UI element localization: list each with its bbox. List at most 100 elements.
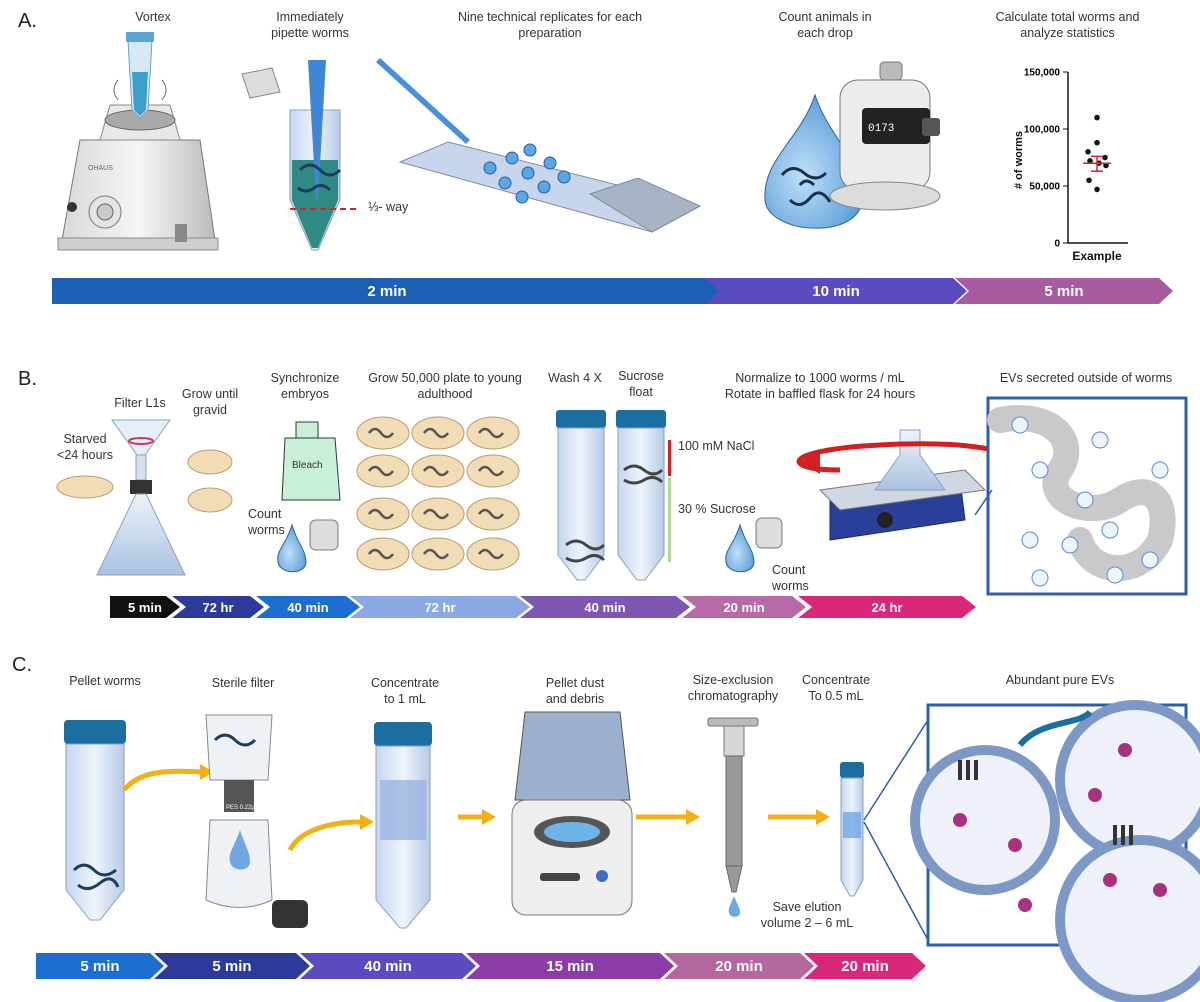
worm-icon (478, 427, 504, 439)
centrifuge-icon (511, 711, 633, 916)
timeline-segment: 15 min (466, 953, 674, 979)
timeline-segment: 5 min (154, 953, 310, 979)
chart-ytick-label: 150,000 (1024, 68, 1061, 79)
chart-point (1086, 177, 1092, 184)
concentrator-tube-icon (374, 722, 432, 929)
plate-icon (466, 497, 520, 531)
timeline-segment: 72 hr (172, 596, 264, 618)
counter-digits: 0173 (868, 123, 894, 135)
timeline-segment: 5 min (110, 596, 180, 618)
plate-icon (411, 416, 465, 450)
arrow-c3-head (482, 809, 496, 825)
count-drop-icon-b2 (725, 517, 783, 573)
sucrose30-label: 30 % Sucrose (678, 502, 756, 516)
vortex-machine-icon: OHAUS (57, 32, 219, 251)
timeline-segment: 5 min (955, 278, 1173, 304)
step-sterile-filter-label: Sterile filter (211, 676, 275, 690)
worm-icon (368, 508, 394, 520)
shaker-flask-icon (796, 429, 1020, 541)
arrow-c2 (287, 819, 361, 852)
step-pipette-label: Immediately pipette worms (271, 10, 349, 40)
timeline-segment: 2 min (52, 278, 722, 304)
bleach-jug-icon (281, 421, 341, 501)
count-drop-icon-b1 (277, 519, 339, 573)
worm-icon (478, 548, 504, 560)
arrow-c1 (122, 768, 201, 792)
glass-slide-icon (376, 58, 702, 233)
step-pellet-worms-label: Pellet worms (69, 674, 141, 688)
step-evs-secreted-label: EVs secreted outside of worms (999, 371, 1173, 385)
sucrose-tube-icon (616, 410, 671, 581)
step-replicates-label: Nine technical replicates for each prepa… (457, 10, 643, 40)
arrow-c1-head (200, 764, 214, 780)
timeline-segment: 20 min (682, 596, 806, 618)
timeline-segment: 72 hr (350, 596, 530, 618)
worm-icon (368, 548, 394, 560)
step-pellet-dust-label: Pellet dust and debris (545, 676, 605, 706)
arrow-c5-head (816, 809, 830, 825)
drop-counter-icon (764, 61, 941, 229)
worm-icon (423, 548, 449, 560)
worm-icon (478, 508, 504, 520)
timeline-segment: 10 min (705, 278, 967, 304)
svg-text:OHAUS: OHAUS (88, 165, 113, 172)
worm-icon (423, 427, 449, 439)
arrow-c4-head (686, 809, 700, 825)
nacl-label: 100 mM NaCl (678, 439, 755, 453)
step-sucrose-label: Sucrose float (618, 369, 664, 399)
bleach-text: Bleach (292, 460, 323, 471)
worm-icon (368, 465, 394, 477)
young-adult-plates-grid (356, 416, 520, 571)
sterile-filter-icon (205, 714, 308, 928)
step-normalize-label: Normalize to 1000 worms / mL Rotate in b… (724, 371, 916, 401)
small-tube-icon (840, 719, 929, 941)
plate-icon (411, 537, 465, 571)
worm-icon (423, 508, 449, 520)
timeline-segment: 40 min (520, 596, 690, 618)
wash-tube-icon (556, 410, 606, 581)
chart-point (1094, 139, 1100, 146)
plate-icon (411, 454, 465, 488)
plate-icon (466, 537, 520, 571)
plate-icon (411, 497, 465, 531)
starved-plate-icon (56, 475, 114, 499)
chart-point (1085, 149, 1091, 155)
chart-point (1094, 186, 1100, 193)
step-filter-label: Filter L1s (114, 396, 166, 410)
count-worms-label-2: Count worms (772, 563, 809, 593)
step-starved-label: Starved <24 hours (57, 432, 113, 462)
plate-icon (356, 454, 410, 488)
count-worms-label-1: Count worms (248, 507, 285, 537)
step-concentrate1-label: Concentrate to 1 mL (370, 676, 440, 706)
step-grow-plate-label: Grow 50,000 plate to young adulthood (368, 371, 522, 401)
chart-point (1094, 114, 1100, 121)
step-vortex-label: Vortex (135, 10, 171, 24)
timeline-segment: 24 hr (798, 596, 976, 618)
step-statistics-label: Calculate total worms and analyze statis… (995, 10, 1140, 40)
plate-icon (466, 416, 520, 450)
panel-a-letter: A. (18, 10, 37, 32)
worm-icon (423, 465, 449, 477)
step-abundant-evs-label: Abundant pure EVs (1005, 673, 1115, 687)
chart-point (1103, 162, 1109, 169)
save-elution-label: Save elution volume 2 – 6 mL (760, 900, 854, 930)
pure-evs-box (910, 700, 1200, 1002)
timeline-segment: 40 min (256, 596, 360, 618)
step-grow-gravid-label: Grow until gravid (181, 387, 239, 417)
step-synchronize-label: Synchronize embryos (270, 371, 340, 401)
timeline-segment: 5 min (36, 953, 164, 979)
timeline-segment: 20 min (664, 953, 814, 979)
chart-ytick-label: 0 (1054, 239, 1060, 250)
panel-b-letter: B. (18, 368, 37, 390)
step-concentrate05-label: Concentrate To 0.5 mL (801, 673, 871, 703)
worm-icon (478, 465, 504, 477)
chart-point (1102, 154, 1108, 161)
worm-icon (368, 427, 394, 439)
plate-icon (466, 454, 520, 488)
chart-ytick-label: 100,000 (1024, 125, 1061, 136)
timeline-segment: 20 min (804, 953, 926, 979)
chart-point (1087, 158, 1093, 164)
filter-pes-label: PES 0.22µm (226, 805, 260, 811)
plate-icon (356, 497, 410, 531)
